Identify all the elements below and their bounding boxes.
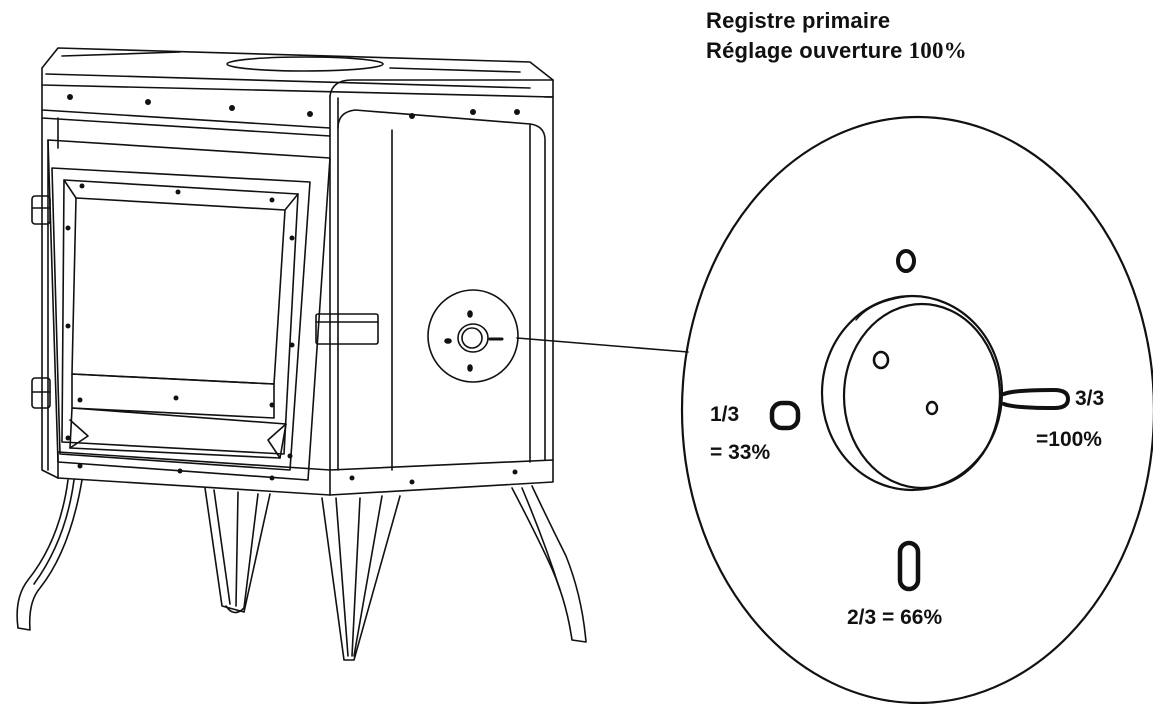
stove-body <box>31 47 554 496</box>
marker-top <box>896 249 916 273</box>
subtitle-value: 100% <box>908 38 967 63</box>
label-three-thirds-fraction: 3/3 <box>1075 387 1105 410</box>
label-one-third-fraction: 1/3 <box>710 403 740 426</box>
dial-lever <box>1002 388 1070 410</box>
door-glass <box>71 197 286 385</box>
dial-outer <box>820 294 1004 492</box>
diagram-title: Registre primaire <box>706 8 891 33</box>
stove-legs <box>16 479 587 661</box>
small-air-register <box>427 289 519 383</box>
callout-circle <box>680 115 1153 704</box>
stove-side-panel <box>337 109 546 461</box>
subtitle-prefix: Réglage ouverture <box>706 38 903 63</box>
top-opening <box>226 56 384 72</box>
dial-inner <box>842 302 1002 490</box>
door-handle <box>315 313 379 345</box>
stove-top-plate <box>41 47 554 98</box>
label-one-third-percent: = 33% <box>710 441 771 464</box>
callout-line <box>516 337 689 353</box>
dial-hole-upper <box>872 350 890 370</box>
label-three-thirds-percent: =100% <box>1036 428 1102 451</box>
rivets <box>65 94 520 485</box>
marker-one-third <box>769 400 801 431</box>
dial-hole-center <box>925 400 939 416</box>
marker-two-thirds <box>897 540 921 592</box>
label-two-thirds: 2/3 = 66% <box>847 606 943 629</box>
door-frame <box>47 139 331 481</box>
lower-hinge <box>31 377 51 409</box>
magnified-register <box>680 115 1153 704</box>
